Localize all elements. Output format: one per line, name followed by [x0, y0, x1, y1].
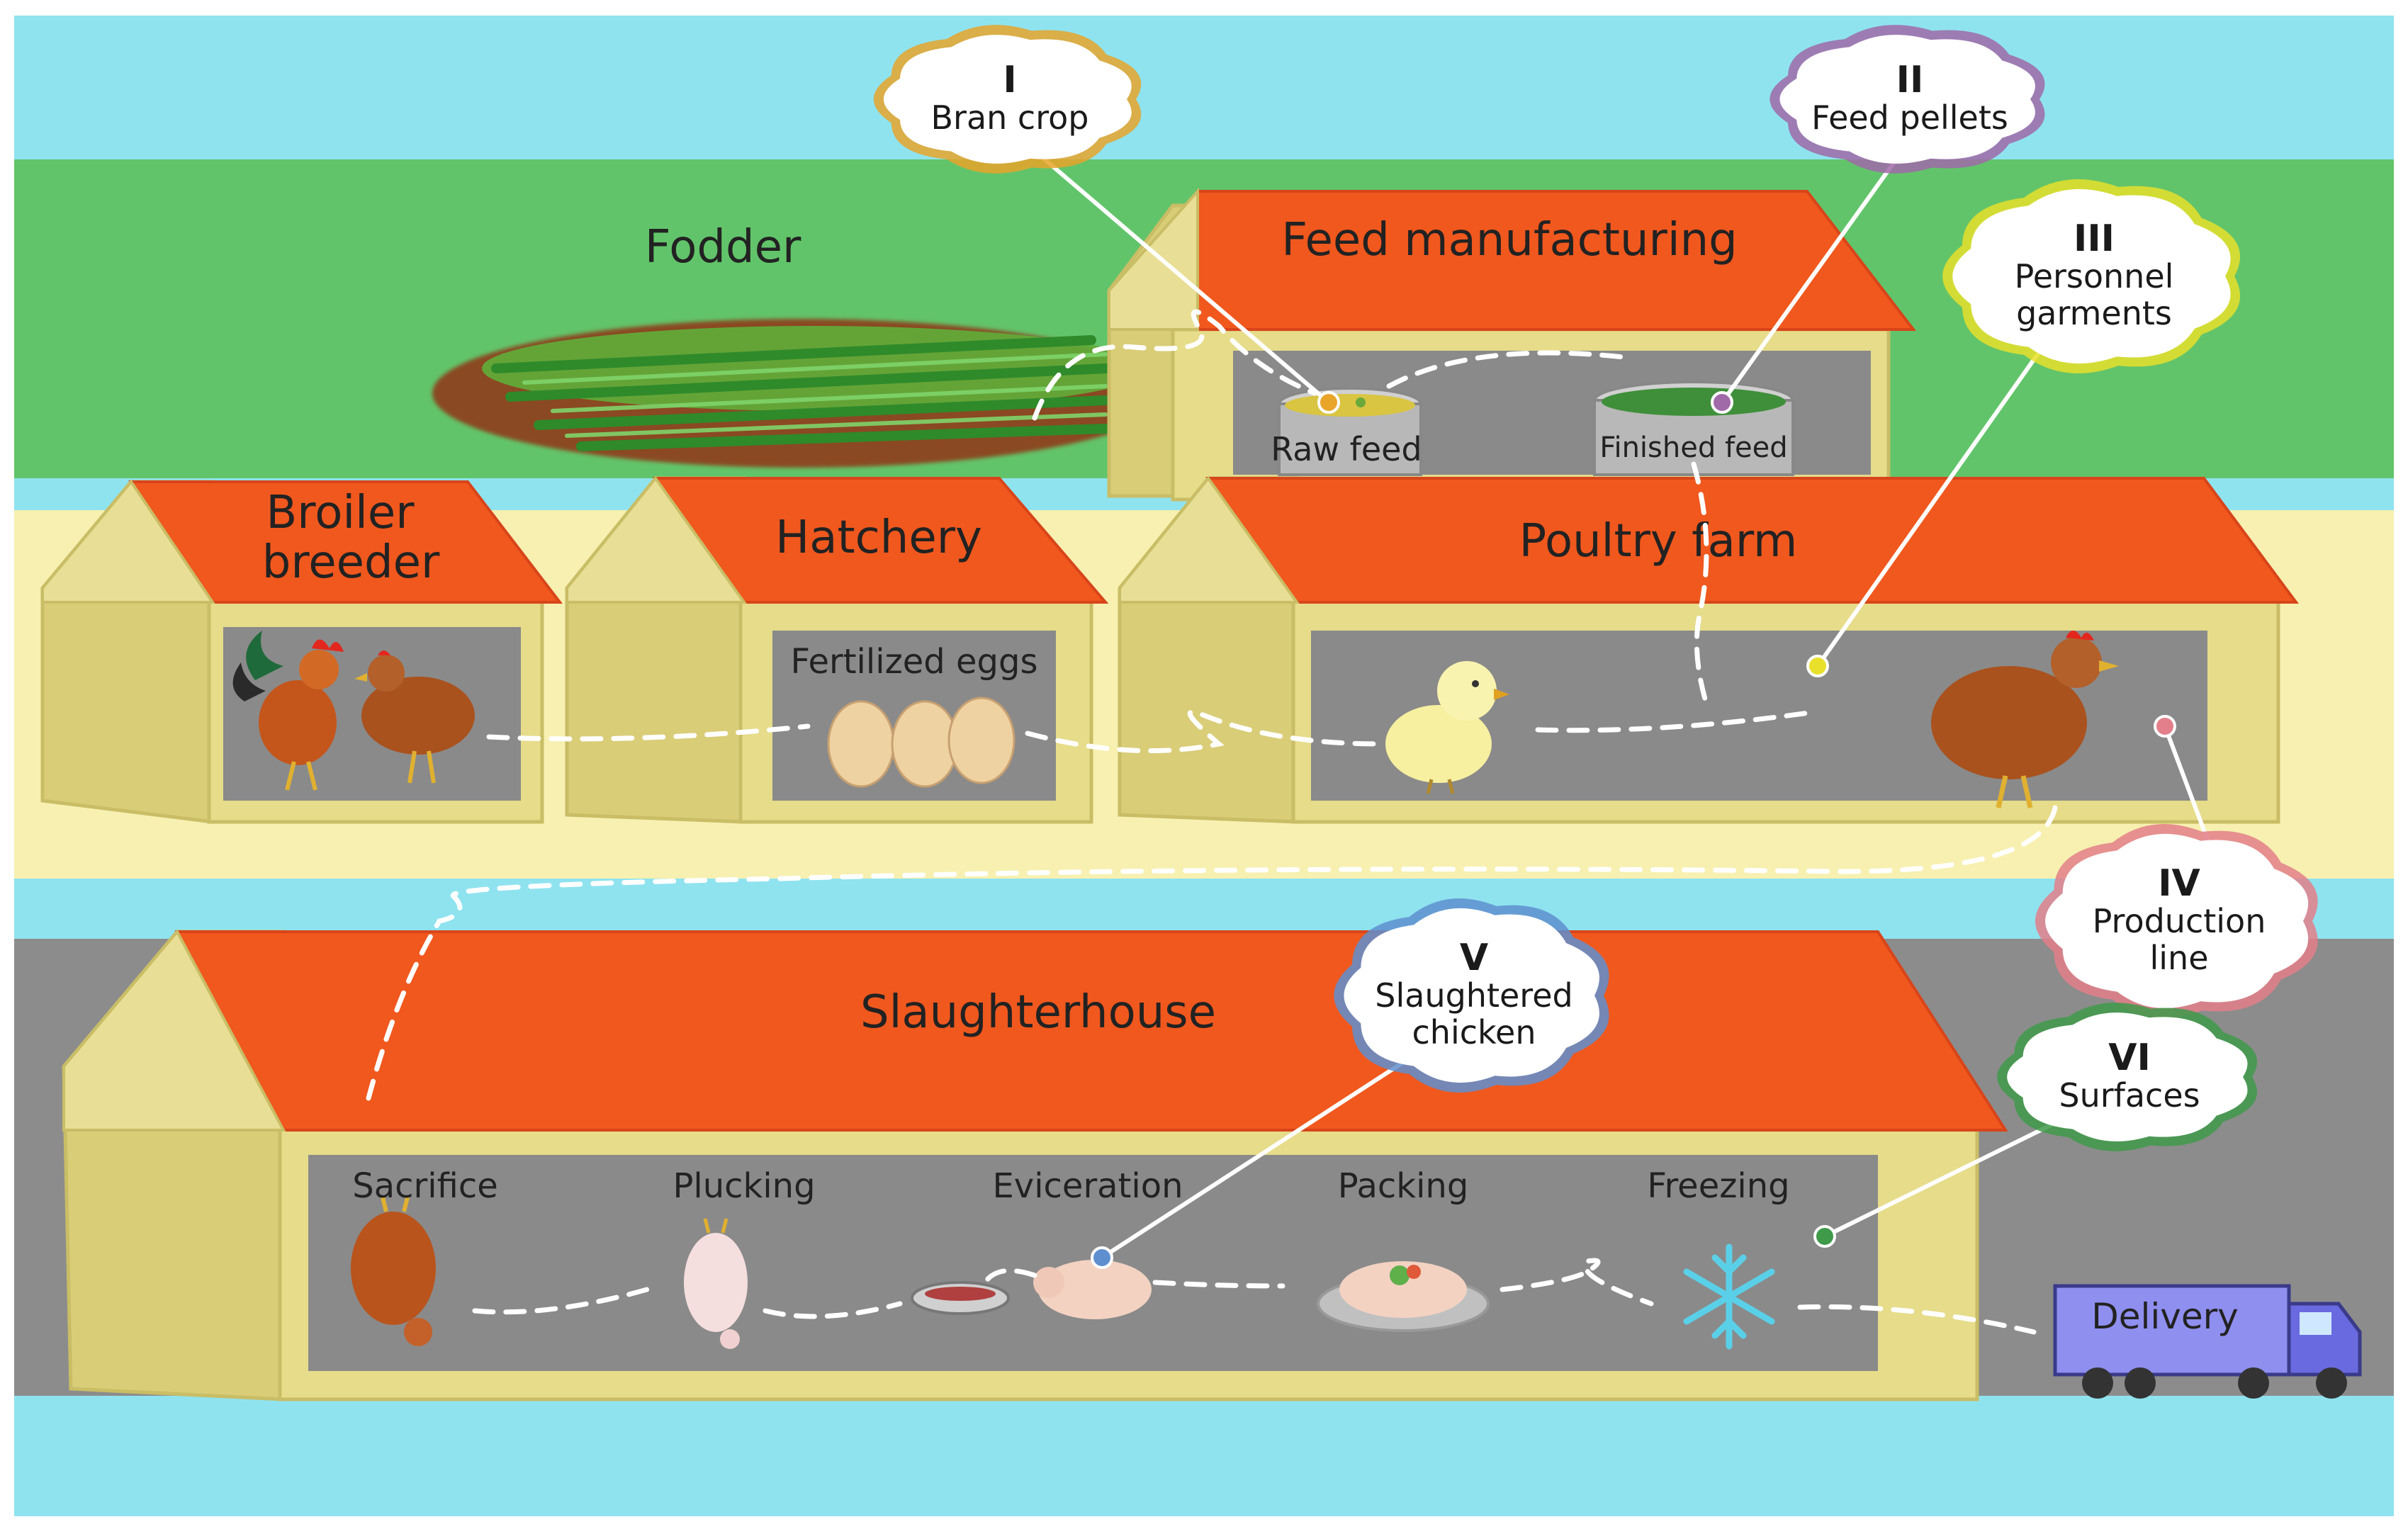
callout-numeral: III [2074, 218, 2115, 260]
callout-cloud [1344, 908, 1599, 1083]
sampling-dot-6 [1813, 1225, 1836, 1248]
callout-numeral: I [1003, 59, 1016, 101]
hatchery-building [565, 475, 1109, 824]
callout-text: Slaughtered [1375, 976, 1572, 1015]
callout-cloud [2045, 833, 2309, 1009]
delivery-truck [2053, 1284, 2362, 1399]
label-broiler-breeder-line2: breeder [262, 536, 440, 589]
callout-numeral: V [1460, 937, 1488, 979]
broiler-breeder-building [40, 479, 563, 824]
poultry-farm-building [1118, 475, 2299, 824]
sampling-leaders [1023, 140, 2220, 1269]
sampling-dot-5 [1091, 1246, 1113, 1269]
flow-arrows [366, 309, 2058, 1335]
callout-text: Feed pellets [1811, 98, 2008, 137]
eviscerated-chicken [911, 1260, 1152, 1319]
label-sacrifice: Sacrifice [352, 1166, 498, 1206]
sampling-dot-1 [1317, 391, 1340, 414]
adult-chicken [1931, 631, 2119, 808]
snowflake-icon [1683, 1243, 1775, 1350]
label-fodder: Fodder [645, 221, 801, 273]
callout-numeral: VI [2108, 1037, 2151, 1079]
hen [354, 650, 475, 784]
label-hatchery: Hatchery [775, 512, 982, 564]
slaughterhouse-building [62, 929, 2008, 1401]
callout-text: Bran crop [931, 98, 1089, 137]
label-poultry-farm: Poultry farm [1519, 515, 1798, 568]
label-packing: Packing [1338, 1166, 1469, 1206]
packed-chicken [1317, 1261, 1490, 1332]
label-finished-feed: Finished feed [1599, 431, 1787, 464]
label-slaughterhouse: Slaughterhouse [860, 986, 1216, 1039]
plucked-chicken [684, 1218, 748, 1349]
callout-text: Personnel [2015, 257, 2174, 295]
chick [1385, 661, 1509, 794]
sampling-dot-4 [2154, 715, 2176, 738]
callout-cloud [883, 35, 1132, 164]
callout-text: line [2149, 939, 2208, 977]
label-eviceration: Eviceration [992, 1166, 1183, 1206]
callout-text: Surfaces [2059, 1076, 2200, 1115]
label-feed-manufacturing: Feed manufacturing [1281, 214, 1738, 266]
label-delivery: Delivery [2091, 1296, 2239, 1337]
callout-text: garments [2016, 294, 2172, 332]
label-raw-feed: Raw feed [1271, 430, 1422, 468]
sampling-dot-2 [1711, 391, 1733, 414]
rooster [232, 631, 344, 791]
label-plucking: Plucking [673, 1166, 815, 1206]
callout-numeral: II [1896, 59, 1924, 101]
label-broiler-breeder-line1: Broiler [266, 487, 415, 539]
raw-feed-bin [1278, 387, 1422, 476]
callout-text: Production [2093, 902, 2266, 940]
hanging-chicken [351, 1197, 436, 1346]
callout-cloud [1779, 35, 2035, 164]
callout-numeral: IV [2158, 862, 2200, 905]
fodder-field [432, 319, 1169, 468]
label-freezing: Freezing [1647, 1166, 1789, 1206]
callout-cloud [1952, 188, 2231, 364]
callout-cloud [2007, 1012, 2248, 1141]
label-fertilized-eggs: Fertilized eggs [790, 642, 1037, 682]
eggs [827, 696, 1015, 788]
sampling-dot-3 [1806, 655, 1829, 677]
callout-text: chicken [1412, 1013, 1536, 1051]
